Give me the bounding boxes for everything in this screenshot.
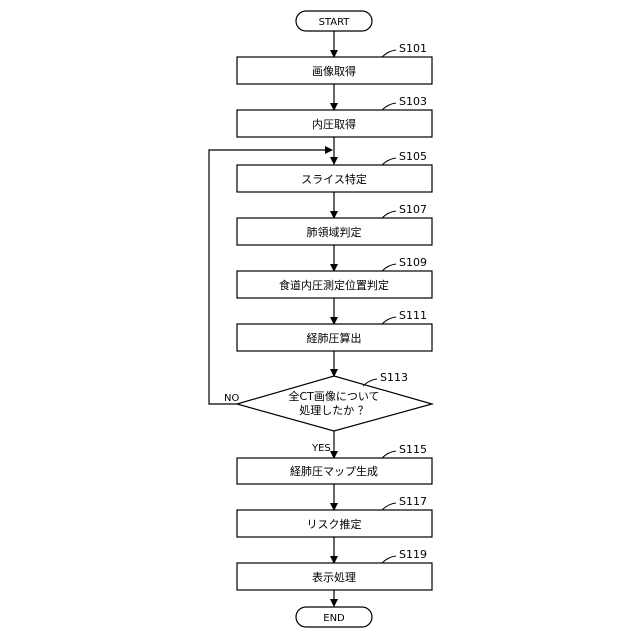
- step-id: S119: [399, 548, 427, 561]
- process-label: 画像取得: [312, 65, 356, 78]
- leader-s117: [382, 503, 396, 510]
- yes-label: YES: [311, 443, 331, 454]
- process-label: リスク推定: [307, 517, 362, 531]
- process-s119: 表示処理: [237, 563, 432, 590]
- step-id: S107: [399, 203, 427, 216]
- start-label: START: [319, 17, 351, 28]
- leader-s101: [382, 50, 396, 57]
- leader-s109: [382, 264, 396, 271]
- process-s103: 内圧取得: [237, 110, 432, 137]
- process-label: 経肺圧算出: [307, 331, 362, 345]
- process-label: 表示処理: [312, 570, 356, 584]
- decision-line2: 処理したか ？: [299, 404, 369, 417]
- end-terminal: END: [296, 607, 372, 627]
- leader-s119: [382, 556, 396, 563]
- leader-s111: [382, 317, 396, 324]
- step-id: S111: [399, 309, 427, 322]
- no-label: NO: [224, 393, 239, 404]
- leader-s105: [382, 158, 396, 165]
- leader-s107: [382, 211, 396, 218]
- process-label: 内圧取得: [312, 117, 356, 131]
- step-id: S113: [380, 371, 408, 384]
- process-s109: 食道内圧測定位置判定: [237, 271, 432, 298]
- step-id: S105: [399, 150, 427, 163]
- step-id: S101: [399, 42, 427, 55]
- process-label: 食道内圧測定位置判定: [279, 278, 389, 292]
- process-label: 肺領域判定: [307, 225, 362, 239]
- process-s117: リスク推定: [237, 510, 432, 537]
- process-label: 経肺圧マップ生成: [290, 464, 378, 478]
- step-id: S103: [399, 95, 427, 108]
- process-label: スライス特定: [301, 172, 367, 186]
- step-id: S115: [399, 443, 427, 456]
- process-s115: 経肺圧マップ生成: [237, 458, 432, 484]
- leader-s103: [382, 103, 396, 110]
- process-s101: 画像取得: [237, 57, 432, 84]
- step-id: S117: [399, 495, 427, 508]
- decision-s113: 全CT画像について 処理したか ？: [237, 376, 432, 431]
- decision-line1: 全CT画像について: [288, 389, 379, 403]
- process-s105: スライス特定: [237, 165, 432, 192]
- process-s111: 経肺圧算出: [237, 324, 432, 351]
- step-id: S109: [399, 256, 427, 269]
- end-label: END: [323, 613, 345, 624]
- leader-s115: [382, 451, 396, 458]
- start-terminal: START: [296, 11, 372, 31]
- process-s107: 肺領域判定: [237, 218, 432, 245]
